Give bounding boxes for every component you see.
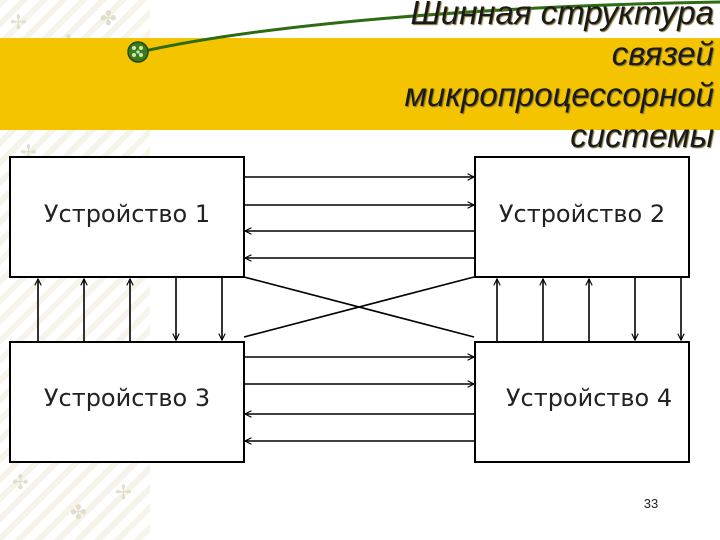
slide-title: Шинная структура связей микропроцессорно… (274, 0, 714, 155)
device-label-3: Устройство 3 (44, 384, 210, 412)
link-cross-2-to-3 (243, 276, 475, 338)
title-line-4: системы (570, 117, 714, 154)
links-device2-device4 (497, 277, 681, 341)
device-box-4 (474, 341, 690, 463)
title-band (0, 38, 720, 130)
decorative-glyph: ✣ (12, 470, 29, 494)
links-device1-device2 (244, 177, 474, 258)
bus-structure-diagram: Устройство 1 Устройство 2 Устройство 3 У… (9, 156, 690, 463)
title-area: Шинная структура связей микропроцессорно… (0, 0, 720, 155)
device-label-1: Устройство 1 (44, 200, 210, 228)
links-device1-device3 (38, 277, 222, 341)
device-box-3 (9, 341, 245, 463)
title-line-1: Шинная структура (410, 0, 715, 31)
bullet-ball-icon (127, 41, 149, 63)
device-box-1 (9, 156, 245, 278)
title-line-2: связей (611, 35, 714, 72)
device-box-2 (474, 156, 690, 278)
crossing-links (243, 276, 475, 338)
decorative-glyph: ✢ (10, 10, 27, 34)
page-number: 33 (643, 496, 659, 511)
title-accent-line (127, 0, 720, 63)
title-line-3: микропроцессорной (404, 76, 714, 113)
decorative-glyph: ✢ (115, 480, 132, 504)
device-label-2: Устройство 2 (499, 200, 665, 228)
decorative-glyph: ✤ (100, 6, 117, 30)
links-device3-device4 (244, 357, 474, 441)
decorative-glyph: ✤ (70, 500, 87, 524)
device-label-4: Устройство 4 (506, 384, 672, 412)
